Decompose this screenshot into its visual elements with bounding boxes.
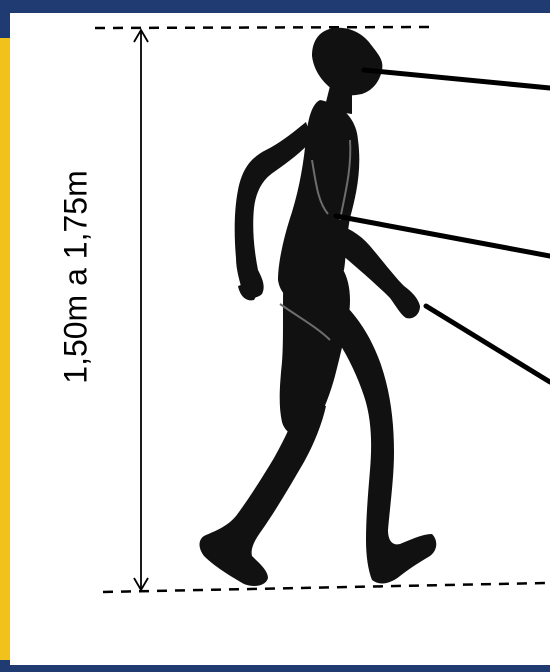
height-range-label: 1,50m a 1,75m bbox=[58, 170, 95, 383]
callout-line-hand bbox=[426, 306, 550, 382]
callout-lines bbox=[336, 70, 550, 382]
height-measure-arrow bbox=[134, 30, 148, 590]
top-reference-line bbox=[95, 27, 430, 28]
callout-line-head bbox=[364, 70, 550, 88]
bottom-reference-line bbox=[103, 583, 545, 592]
hominid-silhouette-icon bbox=[200, 28, 437, 586]
